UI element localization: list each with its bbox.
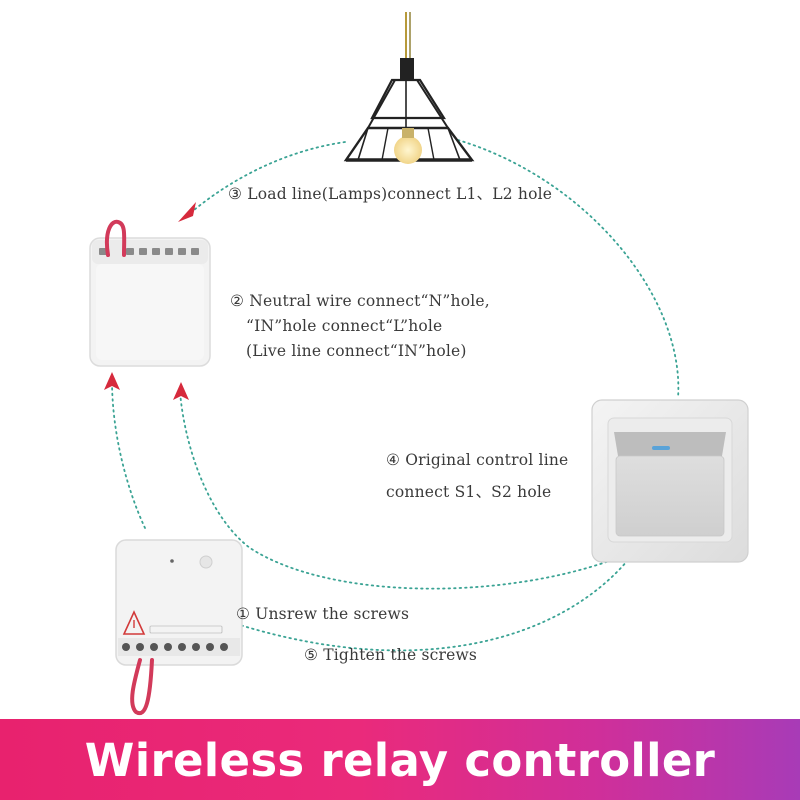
step-1-label: ① Unsrew the screws	[236, 602, 409, 627]
arrowhead-relay-right	[173, 382, 189, 400]
step-3-label: ③ Load line(Lamps)connect L1、L2 hole	[228, 182, 552, 207]
wireless-relay-controller-icon	[115, 539, 243, 716]
arrowhead-relay-left	[104, 372, 120, 390]
arrowheads	[104, 202, 196, 400]
step-1-line-1: ① Unsrew the screws	[236, 605, 410, 623]
path-lamp-to-switch	[457, 139, 680, 399]
step-2-line-1: ② Neutral wire connect“N”hole,	[230, 292, 490, 310]
step-3-line-1: ③ Load line(Lamps)connect L1、L2 hole	[228, 185, 553, 203]
step-5-line-1: ⑤ Tighten the screws	[304, 646, 478, 664]
step-4-line-2: connect S1、S2 hole	[386, 483, 552, 501]
pendant-lamp-icon	[343, 12, 475, 164]
step-2-line-2: “IN”hole connect“L”hole	[246, 317, 443, 335]
path-switch-to-relay	[179, 391, 613, 590]
arrowhead-relay-top	[178, 202, 196, 222]
step-4-line-1: ④ Original control line	[386, 451, 569, 469]
banner-title: Wireless relay controller	[84, 734, 716, 787]
step-4-label: ④ Original control line connect S1、S2 ho…	[386, 444, 568, 508]
path-lamp-to-relay	[187, 141, 346, 216]
wall-switch-icon	[591, 399, 749, 563]
path-controller-to-relay	[111, 379, 146, 529]
relay-module-icon	[89, 219, 211, 367]
step-2-line-3: (Live line connect“IN”hole)	[246, 342, 467, 360]
step-2-label: ② Neutral wire connect“N”hole, “IN”hole …	[230, 289, 490, 364]
title-banner	[0, 719, 800, 800]
step-5-label: ⑤ Tighten the screws	[304, 643, 477, 668]
red-wire-loop-bottom	[130, 658, 154, 716]
dotted-paths	[111, 139, 680, 652]
path-switch-to-controller	[239, 559, 629, 652]
red-wire-loop	[105, 219, 127, 257]
